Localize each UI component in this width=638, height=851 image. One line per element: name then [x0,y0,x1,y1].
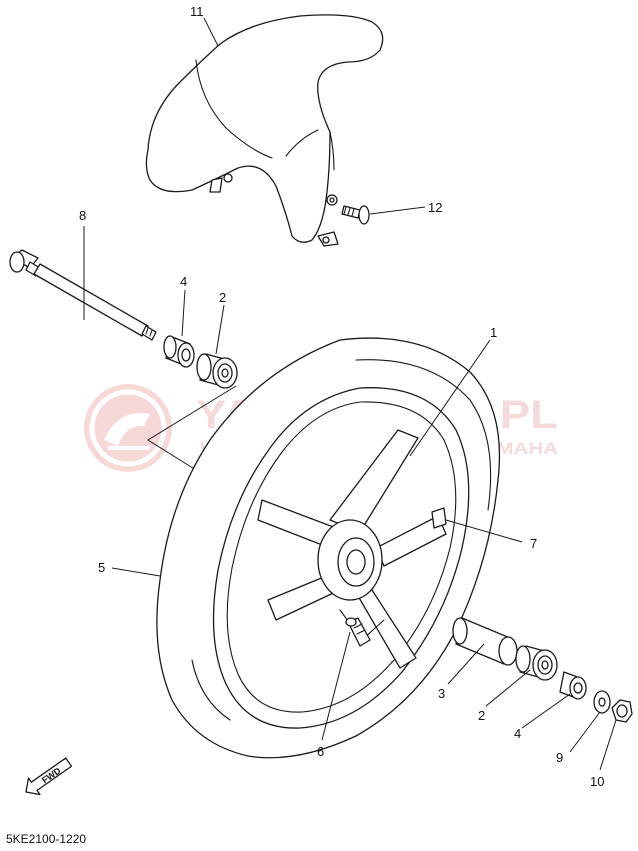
callout-4-right: 4 [514,726,521,741]
callout-8: 8 [79,208,86,223]
cast-wheel [212,387,470,729]
spacer-tube [452,617,518,666]
callout-2-right: 2 [478,708,485,723]
callout-5: 5 [98,560,105,575]
callout-2-left: 2 [219,290,226,305]
callout-7: 7 [530,536,537,551]
washer [593,690,611,714]
callout-12: 12 [428,200,442,215]
fwd-arrow-icon: FWD [25,757,73,796]
callout-3: 3 [438,686,445,701]
callout-11: 11 [190,4,204,19]
callout-9: 9 [556,750,563,765]
wheel-axle [9,249,157,341]
callout-6: 6 [317,744,324,759]
left-bearing [196,353,238,389]
valve-stem [345,617,371,647]
watermark-logo [84,384,172,472]
callout-1: 1 [490,325,497,340]
callout-10: 10 [590,774,604,789]
callout-4-left: 4 [180,274,187,289]
leader-lines [83,17,617,771]
left-collar [163,335,195,368]
fender-bolt [341,205,370,225]
diagram-code: 5KE2100-1220 [6,832,86,846]
callout-labels: 11 12 8 4 2 1 7 5 3 2 4 6 9 10 [79,4,604,789]
right-bearing [515,645,558,681]
front-fender [145,14,384,247]
axle-nut [611,699,633,723]
right-collar [559,671,587,700]
